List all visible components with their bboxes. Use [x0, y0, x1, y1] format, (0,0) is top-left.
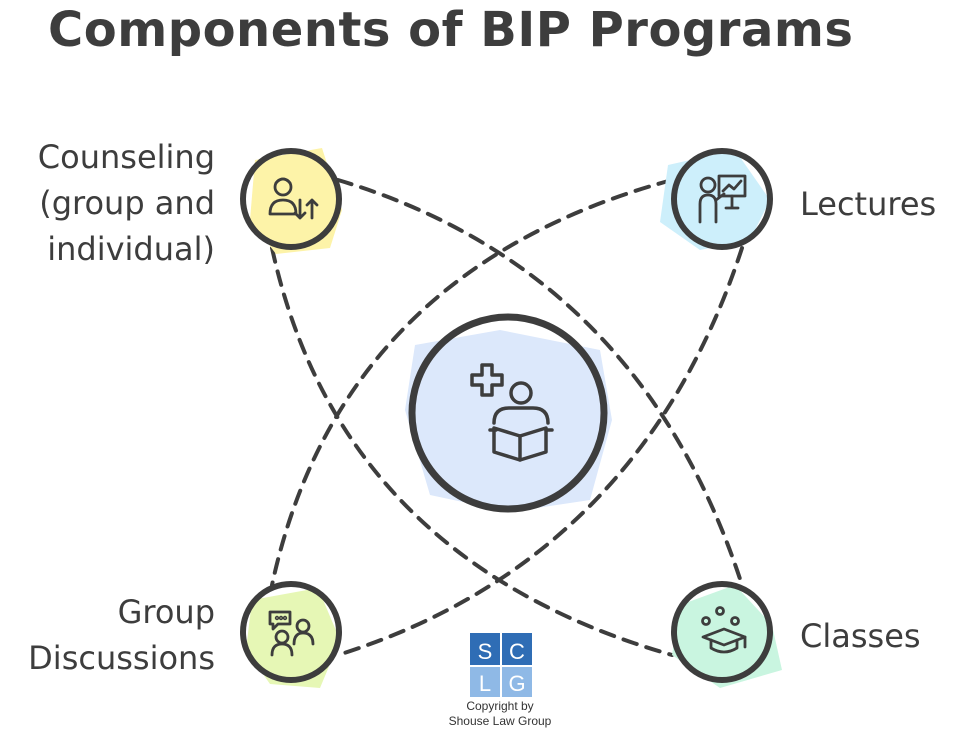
people-talking-icon	[268, 610, 315, 657]
label-group-discussions-line-2: Discussions	[28, 639, 215, 677]
label-lectures-line-1: Lectures	[800, 185, 937, 223]
logo-letter-g: G	[508, 671, 525, 696]
counselor-with-arrows-icon	[268, 177, 319, 220]
graduation-cap-icon	[701, 606, 747, 654]
label-counseling-line-2: (group and	[39, 184, 215, 222]
center-node	[405, 313, 612, 513]
node-lectures	[660, 148, 773, 250]
logo-letter-s: S	[478, 639, 493, 664]
label-group-discussions-line-1: Group	[117, 593, 215, 631]
label-classes: Classes	[800, 613, 921, 659]
copyright-notice: Copyright by Shouse Law Group	[430, 699, 570, 729]
arc-counseling-to-classes	[336, 178, 744, 587]
arc-lectures-to-discussions	[270, 178, 674, 587]
label-classes-line-1: Classes	[800, 617, 921, 655]
arc-counseling-to-discussions	[270, 246, 674, 657]
node-group-discussions	[240, 581, 342, 688]
health-reading-person-icon	[470, 363, 554, 462]
logo-letter-l: L	[479, 671, 491, 696]
node-classes	[671, 581, 782, 688]
label-counseling-line-3: individual)	[47, 230, 215, 268]
label-lectures: Lectures	[800, 181, 936, 227]
sclg-logo: S C L G	[470, 633, 532, 697]
page-title: Components of BIP Programs	[48, 2, 854, 58]
copyright-line-1: Copyright by	[466, 699, 534, 713]
logo-letter-c: C	[509, 639, 525, 664]
node-counseling	[240, 148, 342, 254]
label-counseling: Counseling (group and individual)	[0, 134, 215, 272]
presenter-at-board-icon	[698, 174, 747, 224]
label-counseling-line-1: Counseling	[37, 138, 215, 176]
arc-lectures-to-classes	[336, 246, 744, 657]
copyright-line-2: Shouse Law Group	[448, 714, 552, 728]
label-group-discussions: Group Discussions	[0, 589, 215, 681]
